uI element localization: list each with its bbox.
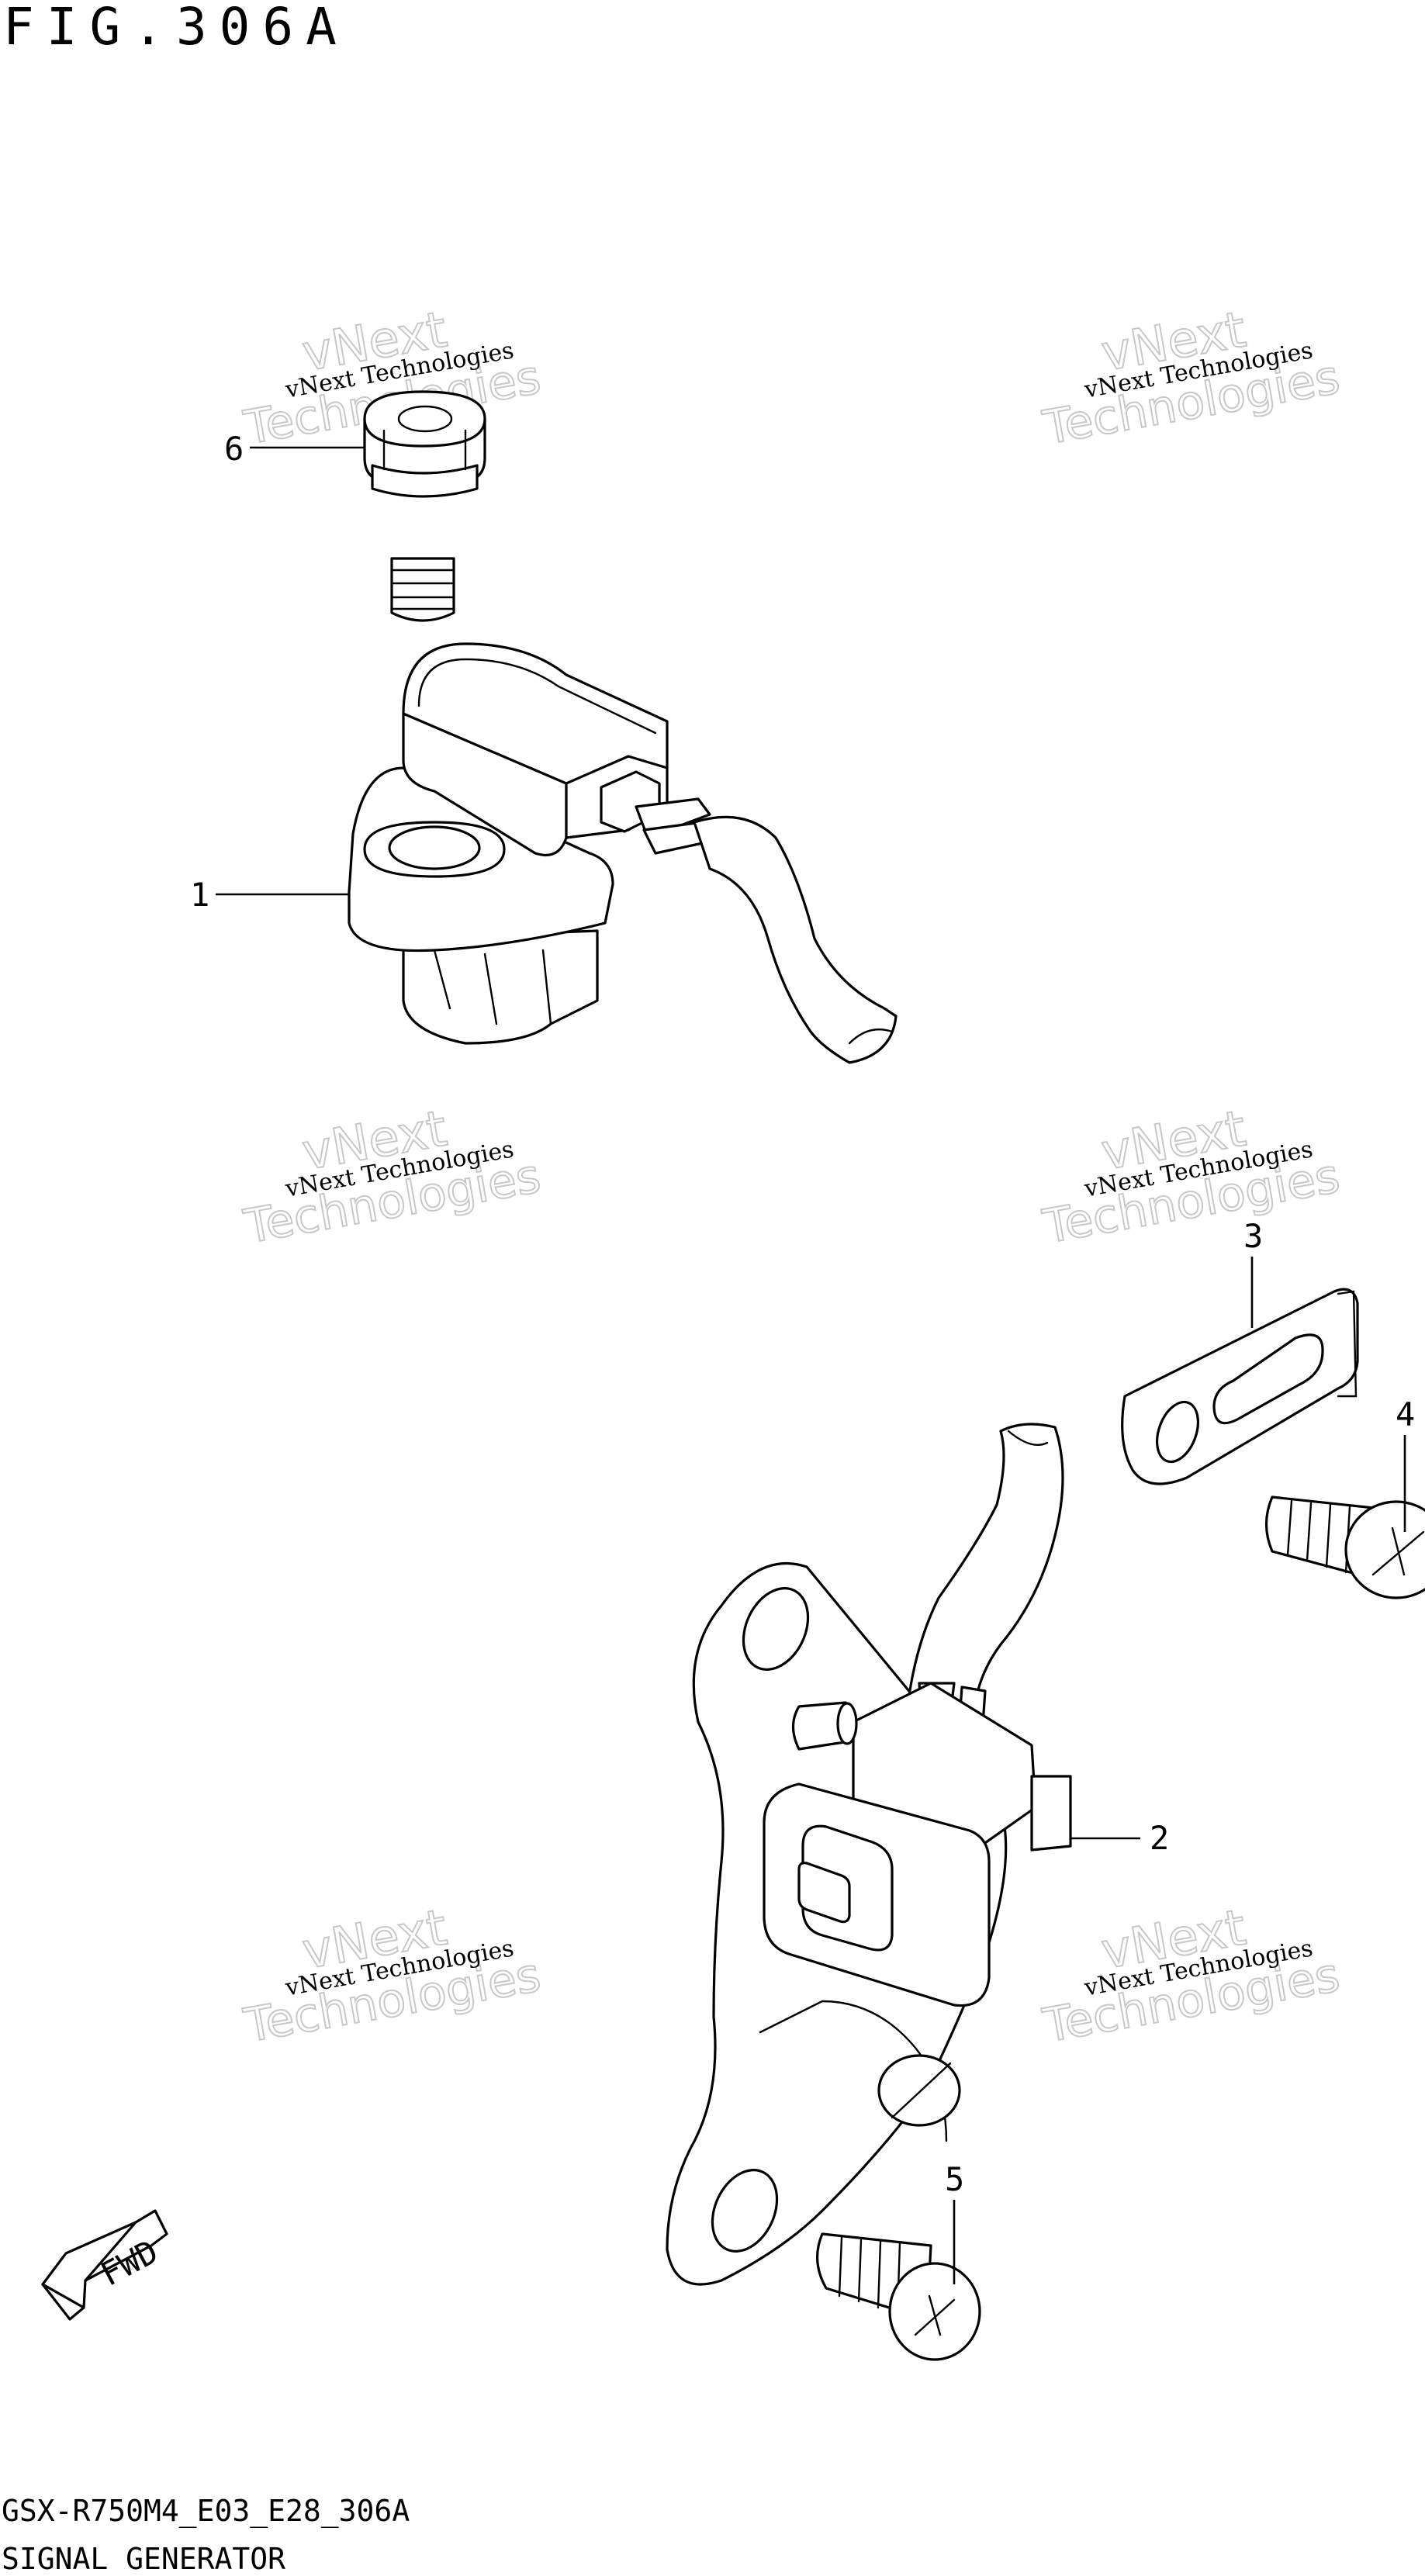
- part-3-bracket: [1122, 1289, 1358, 1484]
- watermark-low-left: vNext Technologies vNext Technologies: [229, 1885, 545, 2054]
- callout-6: 6: [224, 430, 244, 468]
- callout-1: 1: [190, 876, 209, 914]
- watermark-low-right: vNext Technologies vNext Technologies: [1028, 1885, 1344, 2054]
- callout-4: 4: [1396, 1395, 1415, 1433]
- callout-5: 5: [945, 2160, 964, 2198]
- watermark-top-right: vNext Technologies vNext Technologies: [1028, 287, 1344, 456]
- watermark-mid-left: vNext Technologies vNext Technologies: [229, 1086, 545, 1255]
- callout-2: 2: [1150, 1819, 1169, 1857]
- part-6-bolt: [365, 392, 485, 621]
- forward-direction-arrow: FWD: [43, 2211, 167, 2319]
- part-4-screw: [1267, 1497, 1425, 1598]
- figure-name: SIGNAL GENERATOR: [2, 2544, 285, 2574]
- part-5-screw: [818, 2234, 980, 2360]
- watermark-mid-right: vNext Technologies vNext Technologies: [1028, 1086, 1344, 1255]
- callout-3: 3: [1243, 1217, 1263, 1255]
- part-2-sensor: [667, 1424, 1070, 2284]
- part-1-sensor: [349, 644, 896, 1063]
- figure-code: GSX-R750M4_E03_E28_306A: [2, 2496, 410, 2526]
